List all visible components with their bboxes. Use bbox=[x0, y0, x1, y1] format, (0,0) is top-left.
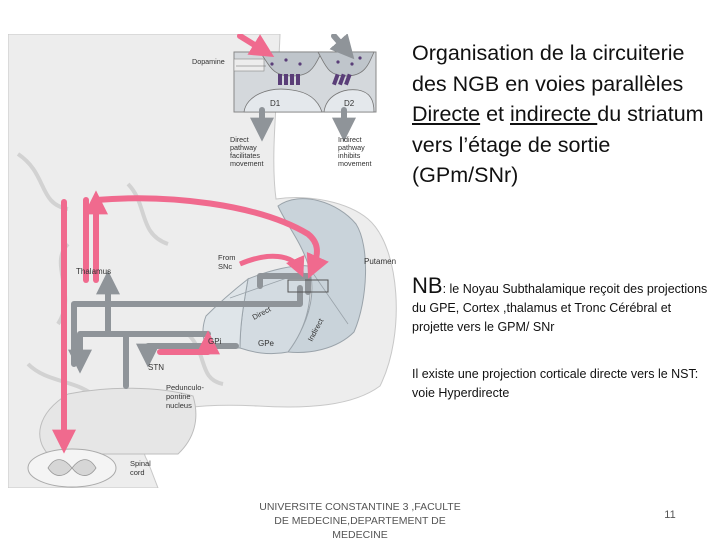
label-direct-pathway: Direct pathway facilitates movement bbox=[230, 135, 264, 168]
title-part-3: et bbox=[480, 102, 510, 126]
label-from-snc: From SNc bbox=[218, 253, 238, 271]
label-stn: STN bbox=[148, 363, 164, 372]
cortical-input-arrow-2 bbox=[329, 33, 355, 60]
title-part-1: Organisation de la circuiterie des NGB e… bbox=[412, 41, 685, 96]
cortical-input-arrow-1 bbox=[237, 33, 275, 58]
hyperdirect-note: Il existe une projection corticale direc… bbox=[412, 367, 699, 400]
stn-to-gpi bbox=[157, 330, 220, 355]
label-d2: D2 bbox=[344, 99, 355, 108]
nb-text: : le Noyau Subthalamique reçoit des proj… bbox=[412, 282, 708, 334]
inhibitory-loop bbox=[71, 273, 311, 367]
synapse-inset bbox=[233, 51, 377, 113]
label-dopamine: Dopamine bbox=[192, 57, 225, 66]
footer-institution: UNIVERSITE CONSTANTINE 3 ,FACULTE DE MED… bbox=[259, 501, 461, 541]
page-number: 11 bbox=[664, 509, 676, 521]
label-spinal-cord: Spinal cord bbox=[130, 459, 153, 477]
title-directe: Directe bbox=[412, 102, 481, 126]
cortex-to-putamen bbox=[93, 195, 329, 279]
spinal-cord bbox=[27, 448, 117, 488]
label-gpi: GPi bbox=[208, 337, 222, 346]
snc-dopamine-arrow bbox=[239, 253, 305, 278]
title-indirecte: indirecte bbox=[510, 102, 598, 126]
basal-ganglia-diagram: Dopamine D1 D2 Direct pathway facilitate… bbox=[7, 33, 408, 489]
nb-label: NB bbox=[412, 273, 443, 298]
label-d1: D1 bbox=[270, 99, 281, 108]
snc-box bbox=[287, 279, 329, 293]
label-ppn: Pedunculo- pontine nucleus bbox=[166, 383, 206, 410]
label-putamen: Putamen bbox=[364, 257, 396, 266]
label-indirect-pathway: Indirect pathway inhibits movement bbox=[338, 135, 372, 168]
gpi-to-ppn bbox=[74, 331, 211, 389]
label-gpe: GPe bbox=[258, 339, 275, 348]
nb-note: NB: le Noyau Subthalamique reçoit des pr… bbox=[412, 273, 712, 337]
label-thalamus: Thalamus bbox=[76, 267, 111, 276]
title-part-5: du striatum vers l’étage de sortie (GPm/… bbox=[412, 102, 704, 187]
slide-title: Organisation de la circuiterie des NGB e… bbox=[412, 38, 712, 191]
